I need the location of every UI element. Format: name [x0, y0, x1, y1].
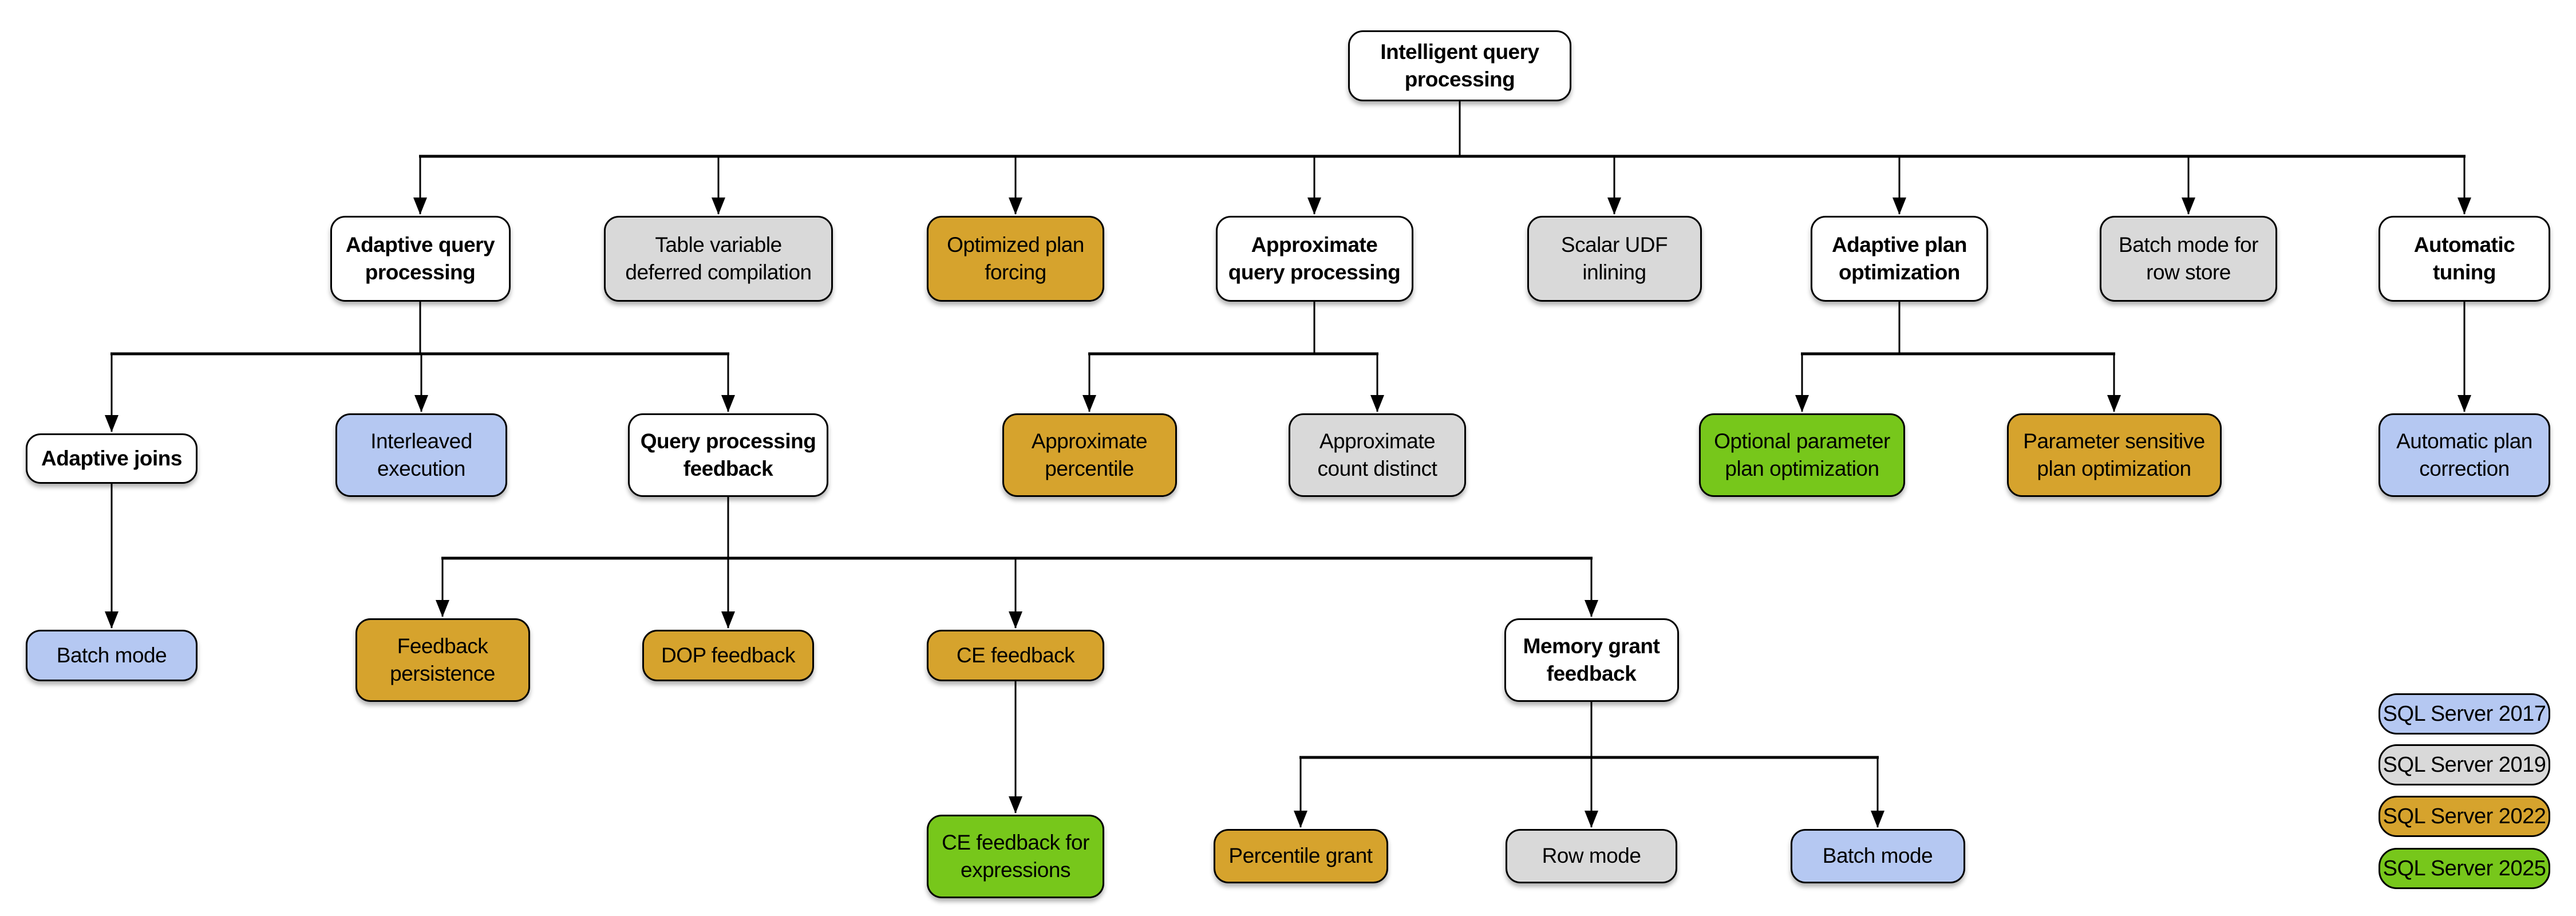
legend-sql-server-2019: SQL Server 2019 — [2379, 744, 2550, 785]
node-scalar-udf-inlining: Scalar UDF inlining — [1527, 216, 1702, 302]
node-optimized-plan-forcing: Optimized plan forcing — [927, 216, 1104, 302]
node-adaptive-query-processing: Adaptive query processing — [330, 216, 511, 302]
node-batch-mode-memory-grant: Batch mode — [1790, 829, 1965, 883]
node-memory-grant-feedback: Memory grant feedback — [1504, 618, 1679, 702]
node-approximate-percentile: Approximate percentile — [1002, 413, 1177, 497]
node-ce-feedback-for-expressions: CE feedback for expressions — [927, 815, 1104, 898]
node-table-variable-deferred-compilation: Table variable deferred compilation — [604, 216, 833, 302]
node-percentile-grant: Percentile grant — [1213, 829, 1388, 883]
node-adaptive-plan-optimization: Adaptive plan optimization — [1811, 216, 1988, 302]
node-interleaved-execution: Interleaved execution — [335, 413, 507, 497]
node-query-processing-feedback: Query processing feedback — [628, 413, 828, 497]
node-adaptive-joins: Adaptive joins — [26, 433, 197, 484]
node-parameter-sensitive-plan-optimization: Parameter sensitive plan optimization — [2006, 413, 2222, 497]
node-automatic-plan-correction: Automatic plan correction — [2379, 413, 2550, 497]
node-batch-mode-for-row-store: Batch mode for row store — [2100, 216, 2277, 302]
node-intelligent-query-processing: Intelligent query processing — [1348, 30, 1571, 101]
legend-sql-server-2025: SQL Server 2025 — [2379, 848, 2550, 889]
node-optional-parameter-plan-optimization: Optional parameter plan optimization — [1699, 413, 1905, 497]
node-row-mode: Row mode — [1506, 829, 1677, 883]
node-dop-feedback: DOP feedback — [642, 630, 814, 681]
node-approximate-count-distinct: Approximate count distinct — [1289, 413, 1466, 497]
legend-sql-server-2022: SQL Server 2022 — [2379, 796, 2550, 837]
node-ce-feedback: CE feedback — [927, 630, 1104, 681]
node-batch-mode-adaptive-joins: Batch mode — [26, 630, 197, 681]
node-feedback-persistence: Feedback persistence — [355, 618, 530, 702]
node-approximate-query-processing: Approximate query processing — [1215, 216, 1413, 302]
node-automatic-tuning: Automatic tuning — [2379, 216, 2550, 302]
legend-sql-server-2017: SQL Server 2017 — [2379, 693, 2550, 735]
